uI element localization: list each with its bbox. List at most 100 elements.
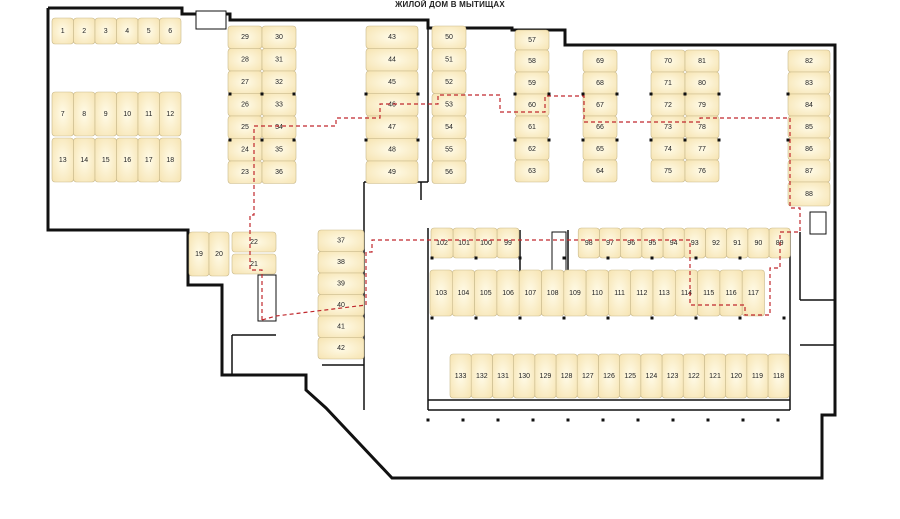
- parking-space-31: 31: [261, 48, 297, 72]
- svg-text:33: 33: [275, 102, 283, 109]
- svg-text:78: 78: [698, 124, 706, 131]
- parking-space-91: 91: [726, 227, 749, 259]
- svg-text:98: 98: [585, 240, 593, 247]
- parking-space-47: 47: [365, 115, 419, 139]
- parking-space-58: 58: [514, 49, 550, 73]
- svg-text:57: 57: [528, 37, 536, 44]
- parking-space-112: 112: [630, 269, 654, 317]
- svg-text:8: 8: [82, 111, 86, 118]
- stair-top: [195, 10, 227, 30]
- parking-space-94: 94: [662, 227, 685, 259]
- svg-text:123: 123: [667, 373, 679, 380]
- svg-text:132: 132: [476, 373, 488, 380]
- parking-space-40: 40: [317, 294, 365, 317]
- svg-text:77: 77: [698, 146, 706, 153]
- svg-text:47: 47: [388, 124, 396, 131]
- parking-space-34: 34: [261, 115, 297, 139]
- svg-text:64: 64: [596, 168, 604, 175]
- svg-text:113: 113: [659, 290, 670, 297]
- svg-text:41: 41: [337, 324, 345, 331]
- parking-space-104: 104: [451, 269, 475, 317]
- parking-space-69: 69: [582, 49, 618, 73]
- svg-text:51: 51: [445, 57, 453, 64]
- parking-space-35: 35: [261, 138, 297, 162]
- parking-space-57: 57: [514, 29, 550, 51]
- svg-text:110: 110: [592, 290, 603, 297]
- parking-space-2: 2: [73, 17, 96, 45]
- svg-text:49: 49: [388, 169, 396, 176]
- svg-text:111: 111: [614, 290, 625, 297]
- svg-text:37: 37: [337, 238, 345, 245]
- svg-text:112: 112: [636, 290, 647, 297]
- svg-text:56: 56: [445, 169, 453, 176]
- parking-space-65: 65: [582, 137, 618, 161]
- svg-text:133: 133: [455, 373, 467, 380]
- parking-space-48: 48: [365, 138, 419, 162]
- svg-text:116: 116: [725, 290, 736, 297]
- parking-space-119: 119: [746, 353, 769, 399]
- parking-space-109: 109: [563, 269, 587, 317]
- svg-text:108: 108: [547, 290, 559, 297]
- svg-text:54: 54: [445, 124, 453, 131]
- stair-right: [809, 211, 827, 235]
- parking-space-33: 33: [261, 93, 297, 117]
- svg-text:118: 118: [773, 373, 784, 380]
- parking-space-14: 14: [73, 137, 96, 183]
- parking-space-68: 68: [582, 71, 618, 95]
- parking-space-123: 123: [661, 353, 684, 399]
- svg-text:17: 17: [145, 157, 153, 164]
- parking-space-11: 11: [137, 91, 160, 137]
- svg-text:27: 27: [241, 79, 249, 86]
- svg-text:119: 119: [752, 373, 763, 380]
- parking-space-84: 84: [787, 93, 831, 117]
- parking-space-16: 16: [116, 137, 139, 183]
- parking-space-105: 105: [474, 269, 498, 317]
- svg-text:10: 10: [123, 111, 131, 118]
- parking-space-24: 24: [227, 138, 263, 162]
- parking-space-120: 120: [725, 353, 748, 399]
- svg-text:44: 44: [388, 57, 396, 64]
- parking-space-77: 77: [684, 137, 720, 161]
- svg-text:35: 35: [275, 147, 283, 154]
- parking-space-49: 49: [365, 160, 419, 184]
- svg-text:129: 129: [540, 373, 552, 380]
- parking-space-86: 86: [787, 137, 831, 161]
- svg-text:20: 20: [215, 251, 223, 258]
- svg-text:90: 90: [755, 240, 763, 247]
- parking-space-27: 27: [227, 70, 263, 94]
- svg-text:60: 60: [528, 102, 536, 109]
- parking-space-3: 3: [94, 17, 117, 45]
- parking-space-37: 37: [317, 229, 365, 252]
- svg-text:69: 69: [596, 58, 604, 65]
- svg-text:48: 48: [388, 147, 396, 154]
- parking-space-133: 133: [449, 353, 472, 399]
- svg-text:12: 12: [166, 111, 174, 118]
- parking-space-38: 38: [317, 251, 365, 274]
- parking-space-32: 32: [261, 70, 297, 94]
- svg-text:9: 9: [104, 111, 108, 118]
- parking-space-25: 25: [227, 115, 263, 139]
- parking-space-44: 44: [365, 48, 419, 72]
- parking-space-62: 62: [514, 137, 550, 161]
- svg-text:66: 66: [596, 124, 604, 131]
- parking-space-53: 53: [431, 93, 467, 117]
- svg-text:5: 5: [147, 28, 151, 35]
- parking-space-55: 55: [431, 138, 467, 162]
- svg-text:94: 94: [670, 240, 678, 247]
- svg-text:16: 16: [123, 157, 131, 164]
- svg-text:80: 80: [698, 80, 706, 87]
- parking-space-28: 28: [227, 48, 263, 72]
- svg-text:115: 115: [703, 290, 714, 297]
- parking-space-73: 73: [650, 115, 686, 139]
- parking-space-30: 30: [261, 25, 297, 49]
- parking-space-26: 26: [227, 93, 263, 117]
- svg-text:32: 32: [275, 79, 283, 86]
- svg-text:30: 30: [275, 34, 283, 41]
- parking-space-128: 128: [555, 353, 578, 399]
- svg-text:68: 68: [596, 80, 604, 87]
- svg-text:14: 14: [80, 157, 88, 164]
- svg-text:82: 82: [805, 58, 813, 65]
- svg-text:72: 72: [664, 102, 672, 109]
- svg-text:100: 100: [480, 240, 492, 247]
